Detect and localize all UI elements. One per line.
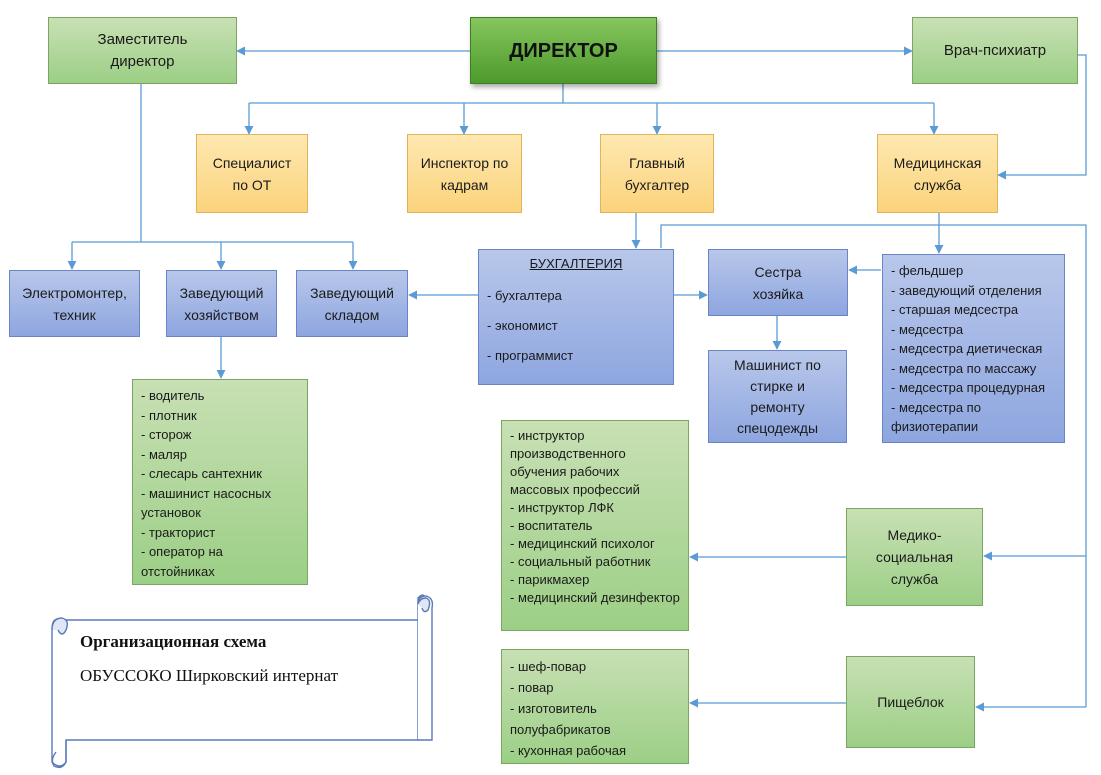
- housekeeping-staff-item: - плотник: [141, 407, 197, 423]
- ot-specialist-box: Специалист по ОТ: [196, 134, 308, 213]
- housekeeping-staff-item: - сторож: [141, 427, 192, 442]
- medical-staff-item: - старшая медсестра: [891, 302, 1019, 317]
- housekeeping-head-box: Заведующий хозяйством: [166, 270, 277, 337]
- kitchen-staff-item: - кухонная рабочая: [510, 743, 626, 758]
- accounting-box: БУХГАЛТЕРИЯ - бухгалтера - экономист - п…: [478, 249, 674, 385]
- kitchen-staff-box: - шеф-повар - повар - изготовитель полуф…: [501, 649, 689, 764]
- warehouse-head-box: Заведующий складом: [296, 270, 408, 337]
- kitchen-staff-item: - шеф-повар: [510, 659, 587, 674]
- medical-staff-item: - медсестра по массажу: [891, 360, 1037, 376]
- psychiatrist-box: Врач-психиатр: [912, 17, 1078, 84]
- scroll-subtitle: ОБУССОКО Ширковский интернат: [80, 666, 338, 685]
- hr-inspector-box: Инспектор по кадрам: [407, 134, 522, 213]
- housekeeping-staff-item: - оператор на отстойниках: [141, 544, 223, 579]
- head-nurse-box: Сестра хозяйка: [708, 249, 848, 316]
- social-staff-box: - инструктор производственного обучения …: [501, 420, 689, 631]
- scroll-banner: [51, 594, 434, 769]
- social-staff-item: - инструктор производственного обучения …: [510, 428, 640, 497]
- housekeeping-staff-item: - машинист насосных установок: [141, 485, 272, 521]
- medsoc-service-box: Медико- социальная служба: [846, 508, 983, 606]
- social-staff-item: - медицинский дезинфектор: [510, 590, 680, 605]
- medical-staff-box: - фельдшер - заведующий отделения - стар…: [882, 254, 1065, 443]
- medical-service-box: Медицинская служба: [877, 134, 998, 213]
- housekeeping-staff-item: - маляр: [141, 446, 187, 462]
- medical-staff-item: - фельдшер: [891, 263, 964, 278]
- electrician-box: Электромонтер, техник: [9, 270, 140, 337]
- social-staff-item: - инструктор ЛФК: [510, 500, 614, 515]
- housekeeping-staff-item: - тракторист: [141, 524, 216, 540]
- accounting-item: - экономист: [487, 318, 558, 333]
- medical-staff-item: - медсестра диетическая: [891, 341, 1043, 356]
- social-staff-item: - парикмахер: [510, 572, 590, 587]
- medical-staff-item: - медсестра: [891, 321, 964, 337]
- accounting-item: - программист: [487, 348, 574, 363]
- social-staff-item: - социальный работник: [510, 554, 651, 569]
- housekeeping-staff-item: - слесарь сантехник: [141, 466, 262, 481]
- accounting-title: БУХГАЛТЕРИЯ: [529, 256, 623, 271]
- social-staff-item: - воспитатель: [510, 518, 593, 533]
- kitchen-box: Пищеблок: [846, 656, 975, 748]
- medical-staff-item: - медсестра по физиотерапии: [891, 399, 981, 435]
- laundry-machinist-box: Машинист по стирке и ремонту спецодежды: [708, 350, 847, 443]
- deputy-box: Заместитель директор: [48, 17, 237, 84]
- social-staff-item: - медицинский психолог: [510, 536, 655, 551]
- director-box: ДИРЕКТОР: [470, 17, 657, 84]
- edge-psychiatrist-medical: [997, 54, 1087, 180]
- medical-staff-item: - медсестра процедурная: [891, 380, 1046, 395]
- housekeeping-staff-item: - водитель: [141, 388, 205, 403]
- accounting-item: - бухгалтера: [487, 288, 562, 303]
- kitchen-staff-item: - повар: [510, 680, 554, 695]
- scroll-title: Организационная схема: [80, 632, 267, 651]
- medical-staff-item: - заведующий отделения: [891, 282, 1042, 298]
- kitchen-staff-item: - изготовитель полуфабрикатов: [510, 701, 611, 737]
- housekeeping-staff-box: - водитель - плотник - сторож - маляр - …: [132, 379, 308, 585]
- chief-accountant-box: Главный бухгалтер: [600, 134, 714, 213]
